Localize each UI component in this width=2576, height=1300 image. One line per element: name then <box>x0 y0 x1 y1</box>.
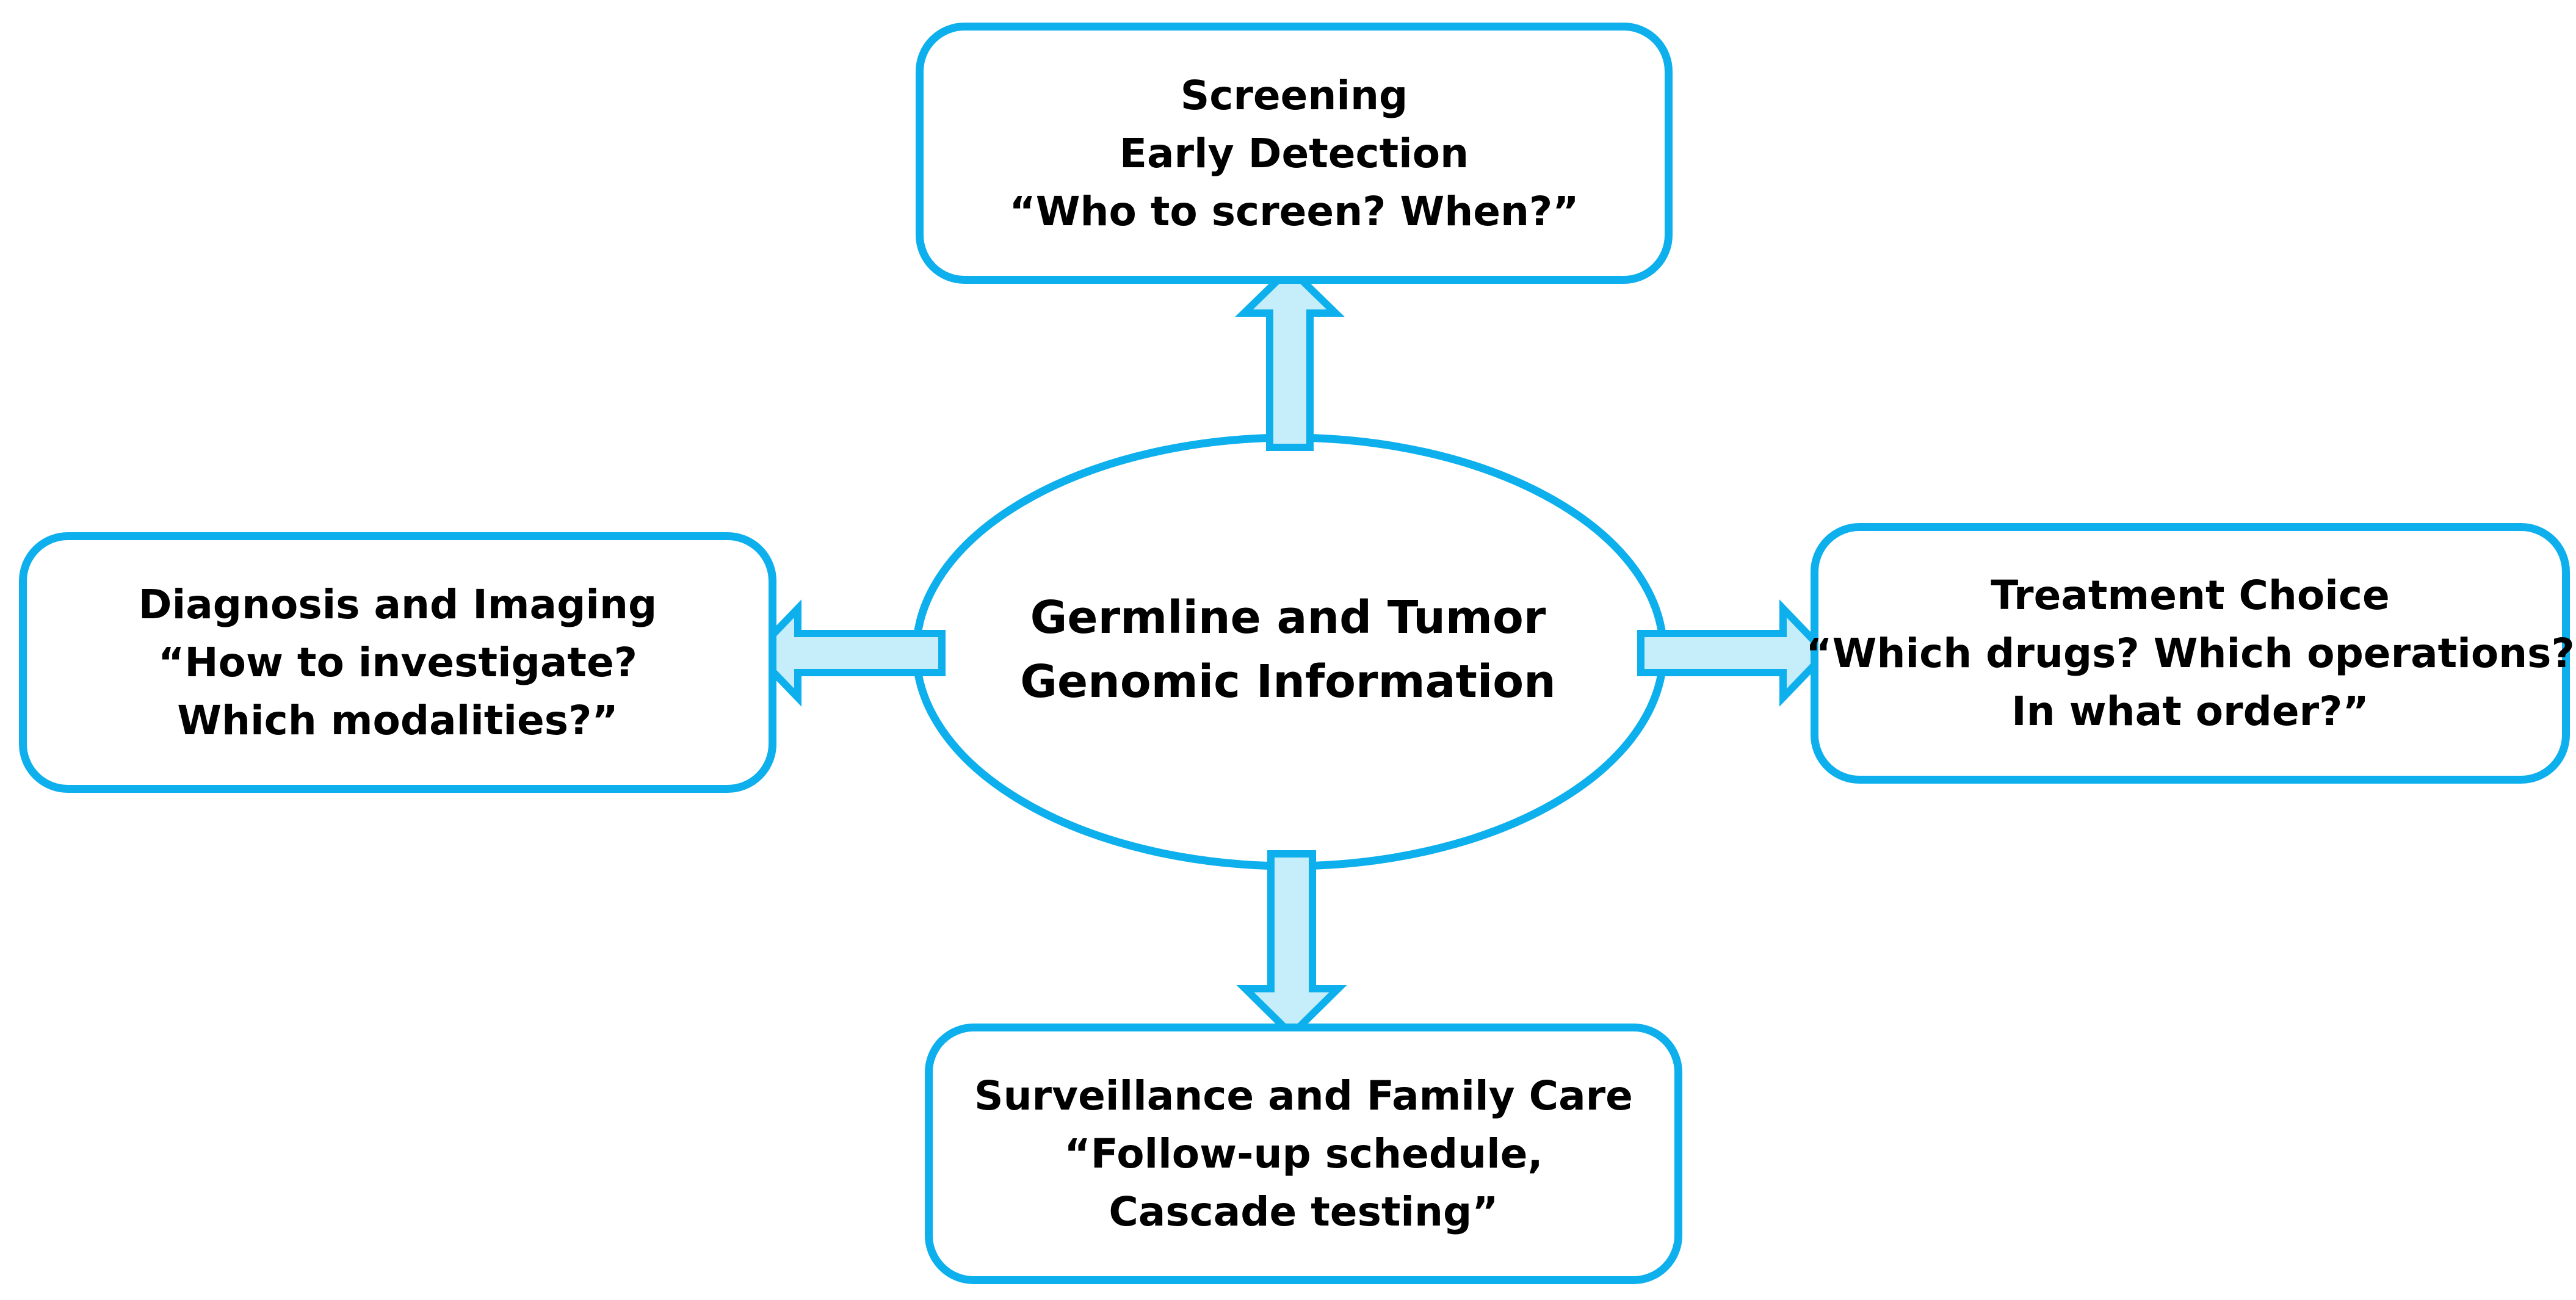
surveillance-family-care-box: Surveillance and Family Care “Follow-up … <box>925 1024 1682 1284</box>
diagnosis-title: Diagnosis and Imaging <box>138 581 657 628</box>
screening-box: Screening Early Detection “Who to screen… <box>916 23 1673 284</box>
arrow-up-to-screening <box>1235 263 1345 451</box>
treatment-question-line-1: “Which drugs? Which operations? <box>1806 630 2575 677</box>
diagnosis-imaging-box: Diagnosis and Imaging “How to investigat… <box>19 532 776 793</box>
surveillance-title: Surveillance and Family Care <box>974 1072 1633 1119</box>
surveillance-question-line-2: Cascade testing” <box>1109 1188 1499 1235</box>
center-genomic-information: Germline and Tumor Genomic Information <box>910 586 1666 714</box>
arrow-left-to-diagnosis <box>750 599 946 707</box>
diagnosis-question-line-1: “How to investigate? <box>157 639 637 686</box>
treatment-question-line-2: In what order?” <box>2011 688 2369 735</box>
arrow-right-to-treatment <box>1637 599 1831 707</box>
center-line-2: Genomic Information <box>1020 655 1556 708</box>
arrow-down-to-surveillance <box>1236 850 1347 1040</box>
treatment-title: Treatment Choice <box>1991 572 2390 619</box>
center-line-1: Germline and Tumor <box>1030 591 1546 644</box>
treatment-choice-box: Treatment Choice “Which drugs? Which ope… <box>1806 523 2575 784</box>
surveillance-question-line-1: “Follow-up schedule, <box>1064 1130 1543 1177</box>
diagnosis-question-line-2: Which modalities?” <box>177 697 618 744</box>
screening-subtitle: Early Detection <box>1119 129 1469 177</box>
screening-title: Screening <box>1180 71 1408 119</box>
screening-question: “Who to screen? When?” <box>1009 187 1579 235</box>
